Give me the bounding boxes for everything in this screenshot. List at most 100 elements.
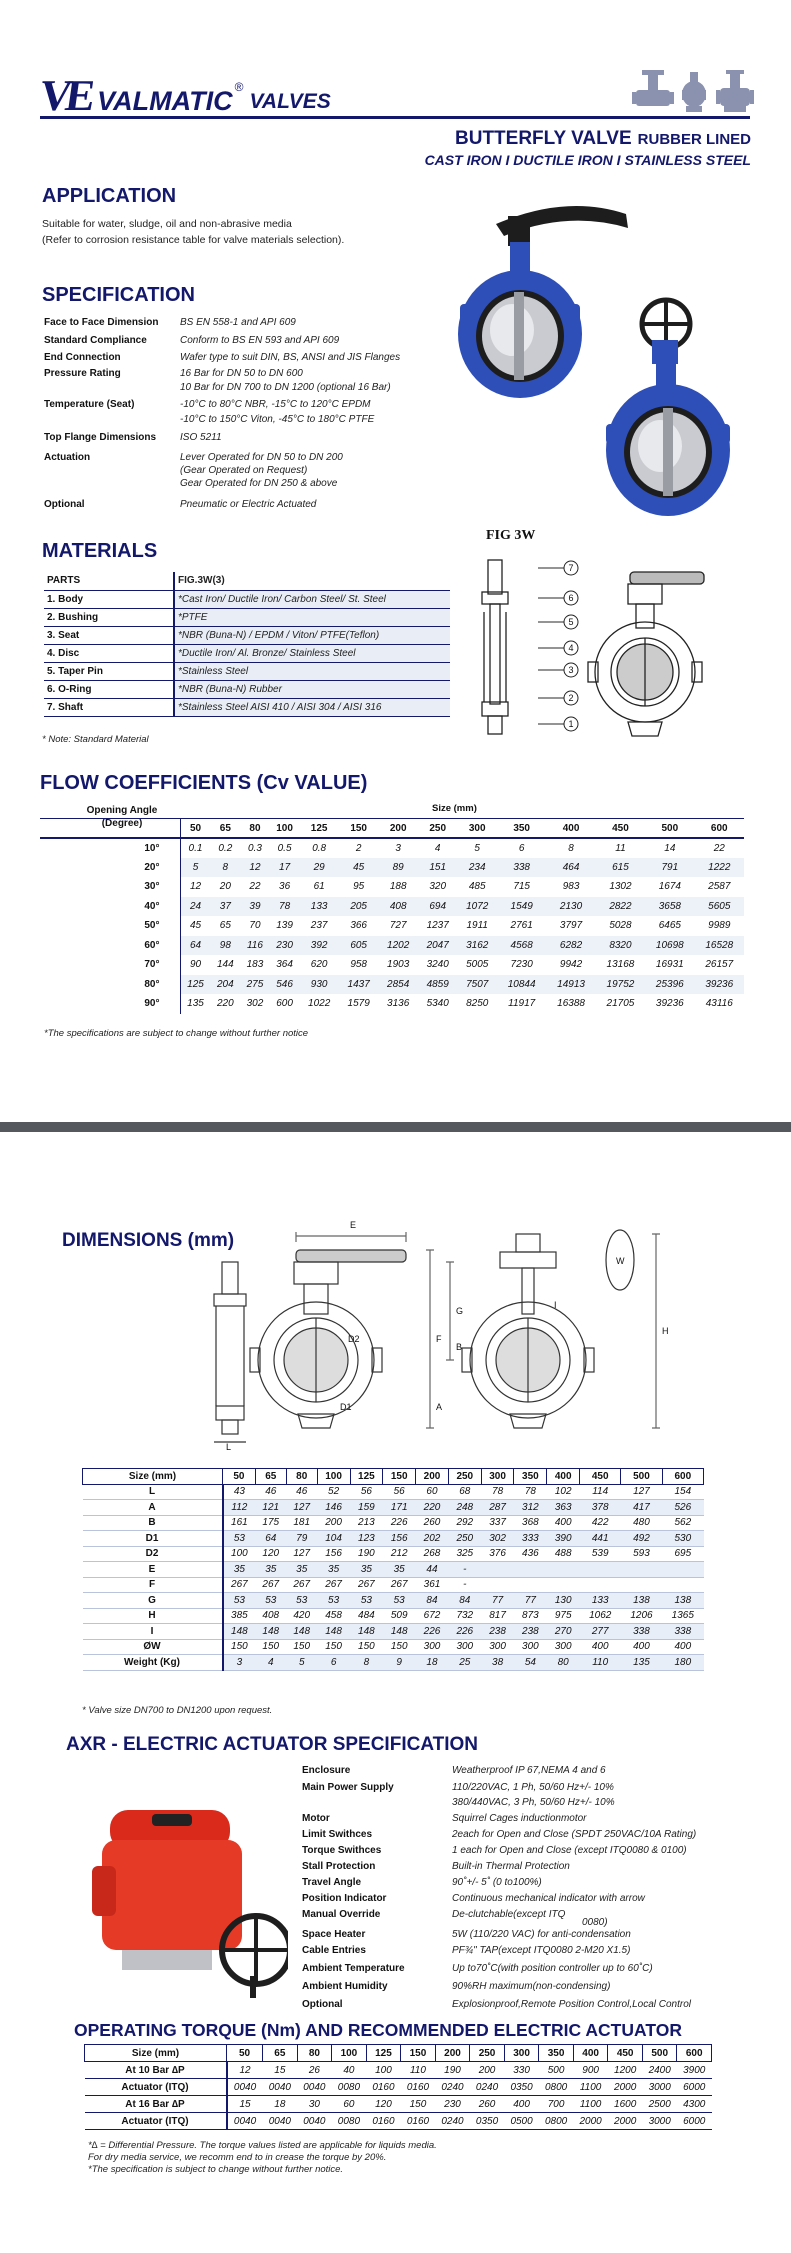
dimension-key: E [82, 1561, 224, 1578]
dimensions-size-header: 125 [349, 1468, 384, 1485]
dimension-value: 84 [448, 1592, 482, 1609]
dimension-key: A [82, 1499, 224, 1516]
dimension-value: 53 [222, 1530, 256, 1547]
dimension-value: 300 [415, 1639, 449, 1655]
dimension-value: - [448, 1561, 482, 1578]
dimension-value: 148 [222, 1623, 256, 1640]
torque-value: 2000 [607, 2112, 643, 2130]
dimension-value: 436 [513, 1546, 547, 1562]
flow-cv-value: 1072 [457, 896, 497, 916]
spec-value: (Gear Operated on Request) [180, 465, 308, 476]
dimension-value: 133 [579, 1592, 621, 1609]
dimension-value: 458 [317, 1608, 350, 1624]
spec-key: Optional [44, 499, 85, 510]
dim-label-e: E [350, 1220, 356, 1230]
dimension-value: 190 [350, 1546, 383, 1562]
axr-key: Cable Entries [302, 1945, 366, 1956]
flow-cv-value: 275 [240, 974, 270, 994]
application-text: Suitable for water, sludge, oil and non-… [42, 216, 344, 248]
dimension-value [481, 1577, 514, 1593]
dimensions-size-header: 300 [480, 1468, 515, 1485]
flow-heading: FLOW COEFFICIENTS (Cv VALUE) [40, 772, 368, 794]
part-material: *NBR (Buna-N) Rubber [173, 680, 450, 699]
torque-value: 0500 [504, 2112, 539, 2130]
dimension-value [579, 1577, 621, 1593]
dimension-value: 154 [662, 1484, 704, 1500]
torque-value: 100 [366, 2061, 401, 2079]
torque-size-header: 500 [641, 2044, 678, 2062]
torque-value: 1100 [573, 2078, 608, 2096]
dimension-value: 138 [620, 1592, 663, 1609]
spec-value: Lever Operated for DN 50 to DN 200 [180, 452, 343, 463]
flow-size-header: 350 [496, 818, 547, 839]
axr-key: Torque Swithces [302, 1845, 382, 1856]
flow-cv-value: 366 [350, 920, 367, 932]
axr-value: 5W (110/220 VAC) for anti-condensation [452, 1929, 631, 1940]
torque-size-header: 300 [503, 2044, 540, 2062]
flow-cv-value: 188 [389, 881, 407, 893]
torque-value: 6000 [676, 2112, 712, 2130]
dimension-value: 400 [579, 1639, 621, 1655]
dimension-value: 238 [513, 1623, 547, 1640]
flow-cv-value: 39236 [694, 974, 744, 994]
dimension-value: 732 [448, 1608, 482, 1624]
materials-header-row: PARTS FIG.3W(3) [44, 572, 450, 591]
dimension-value: 43 [222, 1484, 256, 1500]
callout-7: 7 [568, 563, 573, 573]
axr-key: Stall Protection [302, 1861, 376, 1872]
spec-value: BS EN 558-1 and API 609 [180, 317, 296, 328]
dimension-value: 400 [662, 1639, 704, 1655]
torque-heading: OPERATING TORQUE (Nm) AND RECOMMENDED EL… [74, 2020, 682, 2040]
dimension-value: 484 [350, 1608, 383, 1624]
dimension-value: 181 [286, 1515, 318, 1531]
flow-cv-value: 7230 [510, 959, 533, 971]
part-name: 3. Seat [44, 626, 174, 645]
dimension-value: 212 [382, 1546, 416, 1562]
dimensions-size-header: 400 [546, 1468, 581, 1485]
torque-value: 3000 [642, 2112, 677, 2130]
dimension-value: - [448, 1577, 482, 1593]
dimension-value: 267 [317, 1577, 350, 1593]
dim-label-h: H [662, 1326, 669, 1336]
materials-note: * Note: Standard Material [42, 734, 149, 745]
dimension-value: 378 [579, 1499, 621, 1516]
flow-cv-value: 392 [299, 935, 339, 955]
flow-angle: 40° [40, 896, 181, 916]
dimension-value: 156 [317, 1546, 350, 1562]
flow-cv-value: 4568 [496, 935, 547, 955]
flow-cv-value: 2854 [378, 974, 418, 994]
flow-size-label: Size (mm) [432, 803, 477, 814]
torque-size-label: Size (mm) [84, 2044, 227, 2062]
flow-size-header: 80 [240, 818, 270, 839]
dimension-value: 80 [546, 1654, 580, 1671]
dimension-value: 46 [255, 1484, 287, 1500]
flow-cv-value: 983 [562, 881, 580, 893]
dimension-value: 975 [546, 1608, 580, 1624]
axr-value: 90%RH maximum(non-condensing) [452, 1981, 611, 1992]
dimension-value: 123 [350, 1530, 383, 1547]
valve-section-drawing: 7 6 5 4 3 2 1 [481, 559, 705, 737]
header-rule [40, 116, 750, 119]
torque-value: 150 [400, 2095, 436, 2113]
flow-cv-value: 7507 [457, 974, 497, 994]
flow-cv-value: 183 [246, 959, 264, 971]
dimension-value: 361 [415, 1577, 449, 1593]
flow-cv-value: 615 [595, 857, 646, 877]
gear-valve-photo [606, 297, 730, 516]
flow-cv-value: 16931 [655, 959, 684, 971]
dimension-value: 268 [415, 1546, 449, 1562]
flow-cv-value: 19752 [595, 974, 646, 994]
flow-cv-value: 11917 [508, 998, 536, 1010]
dimension-value: 171 [382, 1499, 416, 1516]
flow-cv-value: 139 [276, 920, 293, 932]
flow-cv-value: 234 [457, 857, 497, 877]
dimension-value: 1206 [620, 1608, 663, 1624]
dimension-value: 150 [286, 1639, 318, 1655]
materials-row: 5. Taper Pin*Stainless Steel [44, 662, 450, 681]
